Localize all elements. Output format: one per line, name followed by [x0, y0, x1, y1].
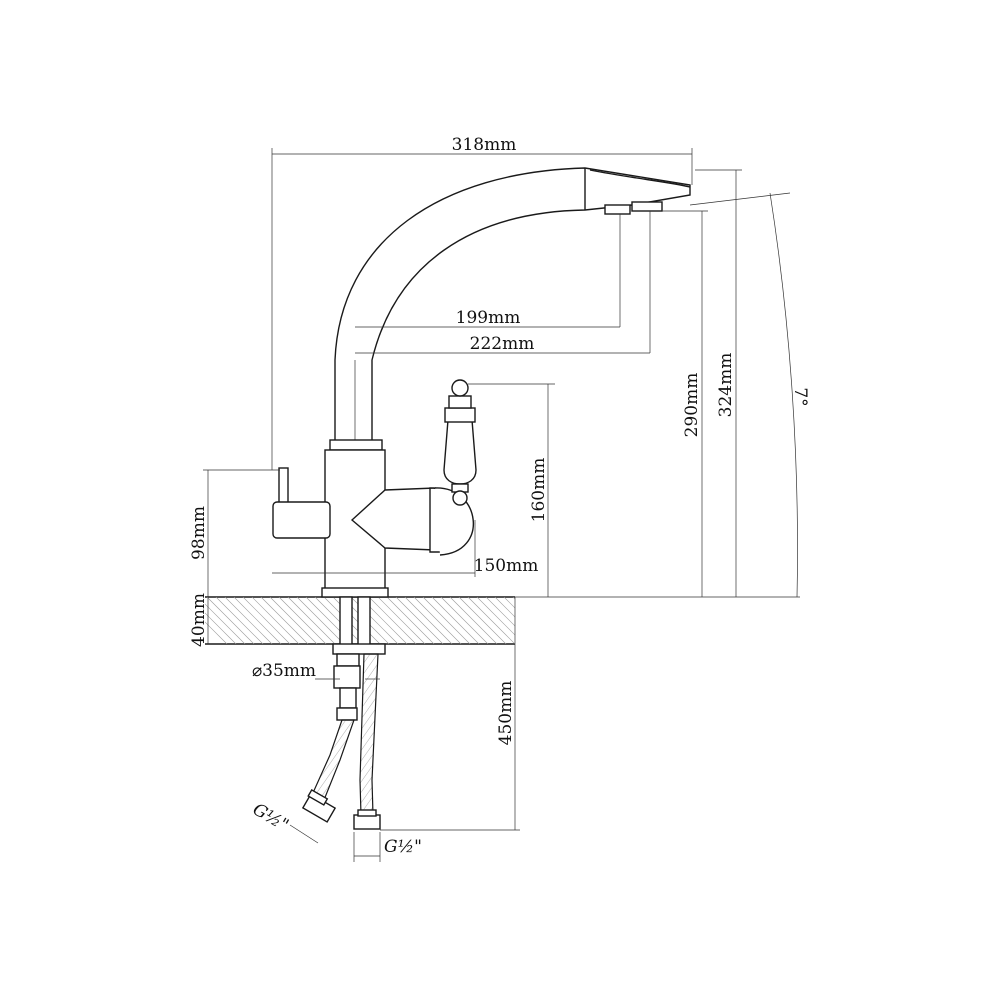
- hatch-line: [242, 597, 291, 644]
- hatch-line: [269, 597, 318, 644]
- hatch-line: [449, 597, 498, 644]
- hatch-line: [395, 597, 444, 644]
- hatch-line: [224, 597, 273, 644]
- label-40: 40mm: [189, 593, 209, 647]
- label-thread-right: G½": [384, 837, 422, 857]
- label-160: 160mm: [529, 458, 549, 523]
- hatch-line: [485, 597, 515, 627]
- hatch-line: [540, 597, 587, 644]
- hatch-line: [422, 597, 471, 644]
- hatch-line: [233, 597, 282, 644]
- hatch-line: [314, 597, 363, 644]
- hatch-line: [278, 597, 327, 644]
- hatch-line: [503, 597, 515, 609]
- label-150: 150mm: [474, 556, 539, 576]
- label-222: 222mm: [470, 334, 535, 354]
- hatch-line: [206, 597, 255, 644]
- hatch-line: [558, 597, 605, 644]
- hatch-line: [458, 597, 507, 644]
- hatch-line: [215, 597, 264, 644]
- dimension-labels: 318mm 199mm 222mm 290mm 324mm 7° 160mm 9…: [189, 135, 810, 857]
- hatch-line: [431, 597, 480, 644]
- hatch-line: [494, 597, 515, 618]
- hatch-line: [260, 597, 309, 644]
- label-thread-left: G½": [249, 800, 292, 836]
- spout: [334, 167, 691, 446]
- hatch-line: [531, 597, 578, 644]
- hatch-line: [368, 597, 417, 644]
- hatch-line: [205, 603, 246, 644]
- hatch-line: [476, 597, 515, 636]
- label-450: 450mm: [496, 681, 516, 746]
- label-318: 318mm: [452, 135, 517, 155]
- hatch-line: [413, 597, 462, 644]
- dimension-lines: [203, 148, 800, 862]
- hatch-line: [205, 621, 228, 644]
- hatch-line: [549, 597, 596, 644]
- label-199: 199mm: [456, 308, 521, 328]
- label-290: 290mm: [682, 373, 702, 438]
- hatch-line: [467, 597, 515, 644]
- label-98: 98mm: [189, 506, 209, 560]
- countertop: [205, 596, 605, 645]
- hatch-line: [205, 612, 237, 644]
- hatch-line: [512, 597, 515, 600]
- hatch-line: [522, 597, 569, 644]
- hatch-line: [440, 597, 489, 644]
- countertop-hatching: [205, 597, 605, 644]
- faucet-body: [272, 379, 477, 598]
- hatch-line: [251, 597, 300, 644]
- hatch-line: [404, 597, 453, 644]
- label-angle: 7°: [790, 387, 810, 406]
- label-324: 324mm: [716, 353, 736, 418]
- mounting-and-hoses: [301, 596, 386, 830]
- hatch-line: [386, 597, 435, 644]
- label-35: ⌀35mm: [252, 661, 316, 681]
- hatch-line: [287, 597, 336, 644]
- hatch-line: [377, 597, 426, 644]
- hatch-line: [296, 597, 345, 644]
